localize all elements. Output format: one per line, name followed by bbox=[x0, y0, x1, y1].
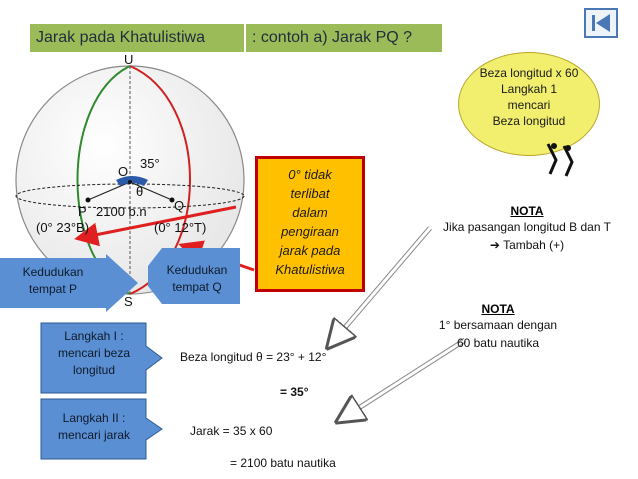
step-1-line: longitud bbox=[72, 363, 116, 377]
page-subtitle: : contoh a) Jarak PQ ? bbox=[246, 24, 442, 52]
note2-pointer bbox=[340, 338, 466, 420]
position-p-line: tempat P bbox=[28, 282, 78, 296]
position-p-arrow-shape bbox=[0, 254, 138, 312]
step-2-line: Langkah II : bbox=[62, 411, 126, 425]
callout-line: Langkah 1 bbox=[500, 82, 558, 96]
step-1-line: mencari beza bbox=[57, 346, 131, 360]
point-p-dot bbox=[85, 197, 91, 203]
red-arrow-to-p bbox=[74, 205, 237, 247]
note-line: jarak pada bbox=[279, 243, 341, 258]
position-p-line: Kedudukan bbox=[22, 265, 84, 279]
position-q-line: Kedudukan bbox=[166, 263, 228, 277]
position-q-line: tempat Q bbox=[172, 280, 222, 294]
coordinate-p: (0° 23°B) bbox=[36, 220, 90, 235]
north-label: U bbox=[124, 52, 134, 67]
step-2-result: = 2100 batu nautika bbox=[230, 456, 336, 470]
note-1-line: Jika pasangan longitud B dan T bbox=[443, 220, 611, 234]
note-2-line: 60 batu nautika bbox=[456, 336, 540, 350]
angle-sector bbox=[116, 176, 148, 186]
note-1: NOTA Jika pasangan longitud B dan T ➔ Ta… bbox=[418, 204, 636, 254]
note-2-heading: NOTA bbox=[481, 302, 515, 316]
page-title: Jarak pada Khatulistiwa bbox=[30, 24, 244, 52]
step-1-label: Langkah I : mencari beza longitud bbox=[44, 328, 144, 379]
radius-op bbox=[87, 181, 131, 201]
note1-pointer bbox=[330, 227, 432, 345]
note-1-result: ➔ Tambah (+) bbox=[418, 236, 636, 254]
note-1-line: Tambah (+) bbox=[503, 238, 565, 252]
radius-oq bbox=[129, 181, 173, 201]
note-2-line: 1° bersamaan dengan bbox=[438, 318, 558, 332]
callout-line: Beza longitud bbox=[492, 114, 566, 128]
position-p-label: Kedudukan tempat P bbox=[2, 264, 104, 298]
home-nav-button[interactable] bbox=[584, 8, 618, 38]
step-1-shape bbox=[40, 322, 163, 394]
step-2-label: Langkah II : mencari jarak bbox=[44, 410, 144, 444]
point-q-dot bbox=[169, 197, 175, 203]
note-2: NOTA 1° bersamaan dengan 60 batu nautika bbox=[408, 302, 588, 352]
arrow-right-icon: ➔ bbox=[489, 238, 500, 252]
center-label: O bbox=[118, 164, 129, 179]
position-q-arrow-shape bbox=[148, 248, 240, 304]
center-dot bbox=[128, 180, 132, 184]
note-line: 0° tidak bbox=[288, 167, 332, 182]
point-q-label: Q bbox=[174, 198, 185, 213]
step-2-line: mencari jarak bbox=[57, 428, 131, 442]
note-line: Khatulistiwa bbox=[275, 262, 345, 277]
thought-callout: Beza longitud x 60 Langkah 1 mencari Bez… bbox=[458, 52, 600, 156]
cartoon-face-icon bbox=[546, 143, 574, 177]
step-2-shape bbox=[40, 398, 163, 460]
callout-line: Beza longitud x 60 bbox=[479, 66, 579, 80]
step-1-result: = 35° bbox=[280, 385, 309, 399]
note-line: terlibat bbox=[290, 186, 330, 201]
angle-value-label: 35° bbox=[140, 156, 160, 171]
south-label: S bbox=[124, 294, 133, 309]
position-q-label: Kedudukan tempat Q bbox=[156, 262, 238, 296]
note-line: dalam bbox=[292, 205, 328, 220]
theta-label: θ bbox=[136, 184, 144, 199]
skip-back-icon bbox=[592, 14, 610, 32]
callout-line: mencari bbox=[507, 98, 551, 112]
coordinate-q: (0° 12°T) bbox=[154, 220, 207, 235]
step-1-line: Langkah I : bbox=[64, 329, 124, 343]
distance-label: 2100 b.n bbox=[96, 204, 147, 219]
note-1-heading: NOTA bbox=[510, 204, 544, 218]
point-p-label: P bbox=[78, 204, 87, 219]
step-2-formula: Jarak = 35 x 60 bbox=[190, 424, 273, 438]
zero-degree-note: 0° tidak terlibat dalam pengiraan jarak … bbox=[255, 156, 365, 292]
step-1-formula: Beza longitud θ = 23° + 12° bbox=[180, 350, 327, 364]
note-line: pengiraan bbox=[281, 224, 339, 239]
